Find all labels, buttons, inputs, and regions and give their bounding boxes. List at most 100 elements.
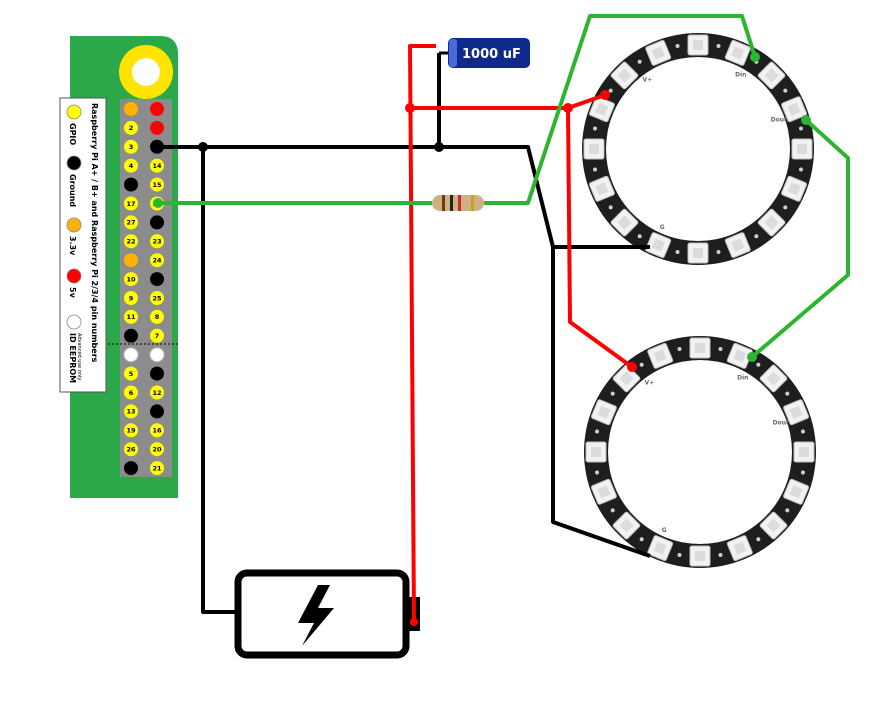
gpio-pin-label: 23 (152, 238, 161, 246)
gpio-pin-left (124, 102, 138, 116)
legend-swatch (66, 268, 82, 284)
legend-label: Ground (68, 174, 77, 207)
led-pixel (645, 232, 672, 259)
ring-pad-label: Dout (773, 420, 789, 427)
gpio-pin-label: 3 (129, 143, 134, 151)
gpio-pin-label: 6 (129, 389, 134, 397)
junction-dots (153, 52, 811, 626)
gpio-header (120, 99, 172, 477)
gpio-pin-left (124, 196, 138, 211)
led-pixel (759, 511, 788, 540)
legend-swatch (66, 217, 82, 233)
gpio-pin-label: 11 (126, 313, 136, 321)
led-pixel (590, 478, 617, 505)
gpio-pin-right (150, 215, 164, 230)
led-pixel (645, 39, 672, 66)
gpio-pin-label: 14 (152, 162, 162, 170)
gpio-pin-label: 4 (129, 162, 134, 170)
gpio-pin-label: 27 (126, 219, 135, 227)
legend-label: GPIO (68, 123, 77, 145)
gpio-pin-label: 7 (155, 332, 160, 340)
gpio-pin-label: 15 (152, 181, 162, 189)
led-pixel (687, 34, 709, 56)
led-pixel (724, 232, 751, 259)
gpio-pin-right (150, 461, 164, 476)
gpio-pin-right (150, 366, 164, 381)
gpio-pin-right (150, 291, 164, 305)
gpio-pin-left (124, 328, 138, 343)
led-pixel (781, 175, 808, 202)
led-pixel (793, 441, 815, 463)
led-pixel (585, 441, 607, 463)
pin-legend: Raspberry Pi A+ / B+ and Raspberry Pi 2/… (59, 97, 107, 393)
gpio-pins-right: 1415182324258712162021 (149, 102, 165, 476)
gpio-pin-left (124, 442, 138, 457)
led-pixel (781, 96, 808, 123)
gpio-pin-right (150, 385, 164, 400)
ring-pad-label: Dout (771, 117, 787, 124)
led-pixel (610, 208, 639, 237)
led-pixel (726, 342, 753, 369)
gpio-pin-label: 10 (126, 275, 136, 283)
gpio-pin-right (150, 158, 164, 173)
gpio-pin-left (123, 347, 139, 363)
led-pixel (687, 242, 709, 264)
led-pixel (689, 545, 711, 567)
battery-icon (234, 569, 420, 659)
led-pixel (726, 535, 753, 562)
gpio-pin-label: 12 (152, 389, 161, 397)
led-pixel (783, 399, 810, 426)
ground-wires (158, 145, 651, 614)
ring-pad-label: Din (737, 374, 748, 381)
data-wires (158, 14, 850, 359)
led-pixel (757, 61, 786, 90)
gpio-pin-right (150, 404, 164, 419)
capacitor-icon: 1000 uF (437, 38, 530, 147)
gpio-pin-right (149, 347, 165, 363)
capacitor-label: 1000 uF (462, 47, 521, 62)
ring-pad-label: Din (735, 71, 746, 78)
gpio-pin-right (150, 102, 164, 116)
led-pixel (689, 337, 711, 359)
gpio-pin-label: 8 (155, 313, 160, 321)
resistor-icon (432, 195, 484, 211)
gpio-pin-label: 22 (126, 238, 135, 246)
pin-legend-title: Raspberry Pi A+ / B+ and Raspberry Pi 2/… (90, 103, 99, 363)
gpio-pin-left (124, 158, 138, 173)
gpio-pin-right (150, 272, 164, 287)
led-pixel (588, 175, 615, 202)
gpio-pin-left (124, 309, 138, 324)
gpio-pin-left (124, 366, 138, 381)
gpio-pin-label: 20 (152, 446, 162, 454)
led-pixel (583, 138, 605, 160)
led-pixel (647, 342, 674, 369)
legend-label: ID EEPROM (68, 333, 77, 383)
gpio-pin-left (124, 404, 138, 419)
ring-pad-label: G (662, 527, 667, 534)
led-pixel (759, 364, 788, 393)
gpio-pin-right (150, 423, 164, 438)
led-pixel (612, 511, 641, 540)
gpio-pin-right (150, 177, 164, 192)
gpio-pin-left (124, 385, 138, 400)
gpio-pin-label: 5 (129, 370, 134, 378)
led-pixel (757, 208, 786, 237)
led-pixel (590, 399, 617, 426)
gpio-pin-left (124, 215, 138, 230)
gpio-pin-right (150, 328, 164, 343)
legend-sublabel: Advanced use only (76, 333, 82, 380)
ring-pad-label: G (660, 224, 665, 231)
ring-pad-label: V+ (643, 76, 653, 83)
gpio-pin-left (124, 291, 138, 305)
gpio-pin-label: 2 (129, 124, 134, 132)
gpio-pin-left (124, 253, 138, 268)
lightning-bolt-icon (298, 585, 334, 646)
gpio-pin-right (150, 253, 164, 268)
gpio-pin-left (124, 272, 138, 287)
legend-label: 5v (68, 287, 77, 299)
gpio-pin-right (150, 309, 164, 324)
